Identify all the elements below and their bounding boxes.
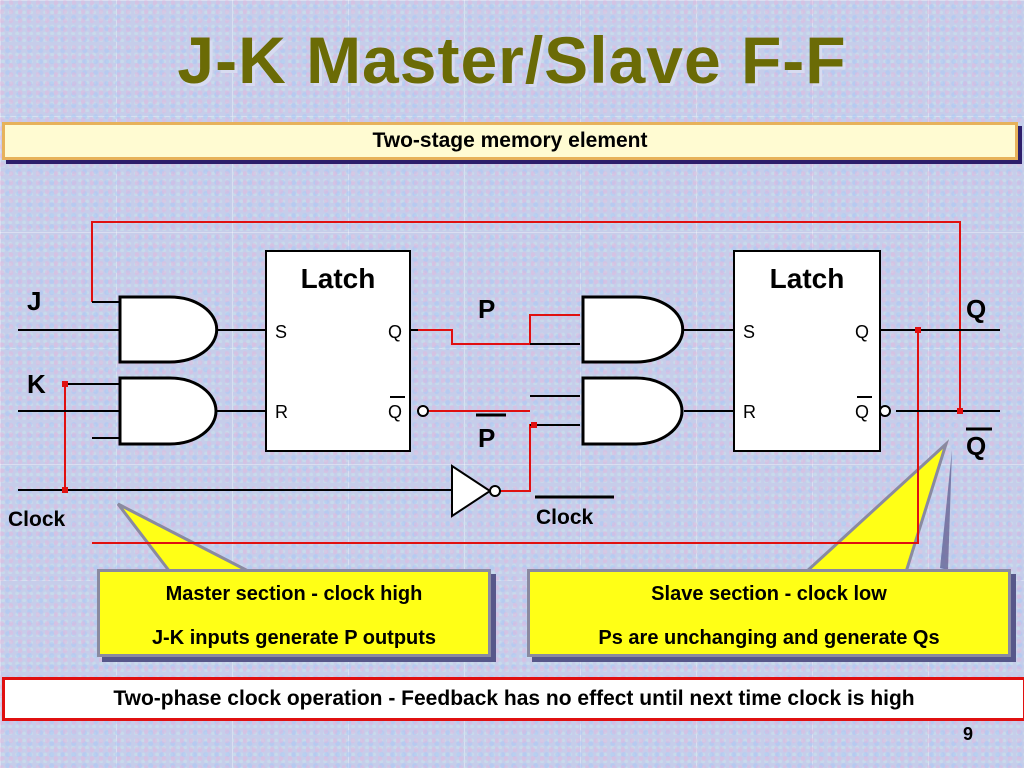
master-qbar-label: Q	[388, 402, 402, 422]
footer-note: Two-phase clock operation - Feedback has…	[2, 677, 1024, 721]
slave-callout-line1: Slave section - clock low	[651, 583, 887, 605]
slave-s-label: S	[743, 322, 755, 342]
feedback-wires	[64, 221, 961, 544]
master-callout-line2: J-K inputs generate P outputs	[151, 627, 437, 649]
input-k-label: K	[27, 369, 46, 399]
master-and-gate-bottom	[118, 376, 218, 446]
slave-callout-pointer-shadow	[940, 450, 952, 570]
slide-title: J-K Master/Slave F-F	[177, 23, 847, 97]
slave-r-label: R	[743, 402, 756, 422]
master-r-label: R	[275, 402, 288, 422]
slave-callout-line2: Ps are unchanging and generate Qs	[598, 627, 940, 649]
slave-qbar-label: Q	[855, 402, 869, 422]
input-j-label: J	[27, 286, 41, 316]
slave-section-callout: Slave section - clock low Ps are unchang…	[527, 569, 1011, 657]
master-q-label: Q	[388, 322, 402, 342]
clock-bar-label: Clock	[536, 506, 594, 529]
master-qbar-bubble	[417, 405, 429, 417]
subtitle-banner: Two-stage memory element	[2, 122, 1018, 160]
output-qbar-label: Q	[966, 431, 986, 461]
master-and-gate-top	[118, 295, 219, 364]
slave-latch-label: Latch	[770, 263, 845, 294]
signal-wires	[18, 301, 1000, 491]
and-gates	[118, 295, 685, 446]
slave-callout-pointer	[802, 439, 950, 574]
slave-q-label: Q	[855, 322, 869, 342]
master-s-label: S	[275, 322, 287, 342]
master-latch-box	[265, 250, 411, 452]
output-q-label: Q	[966, 294, 986, 324]
master-callout-pointer	[116, 502, 251, 574]
slave-and-gate-top	[581, 295, 685, 364]
slave-latch-box	[733, 250, 881, 452]
junction-dots	[62, 327, 963, 493]
master-section-callout: Master section - clock high J-K inputs g…	[97, 569, 491, 657]
inverter-bubble	[489, 485, 501, 497]
p-bar-label: P	[478, 423, 495, 453]
master-latch-label: Latch	[301, 263, 376, 294]
slave-qbar-bubble	[879, 405, 891, 417]
slave-and-gate-bottom	[581, 376, 684, 446]
page-number: 9	[963, 724, 974, 744]
p-label: P	[478, 294, 495, 324]
master-callout-line1: Master section - clock high	[165, 583, 423, 605]
input-clock-label: Clock	[8, 508, 66, 531]
clock-inverter	[451, 464, 492, 518]
